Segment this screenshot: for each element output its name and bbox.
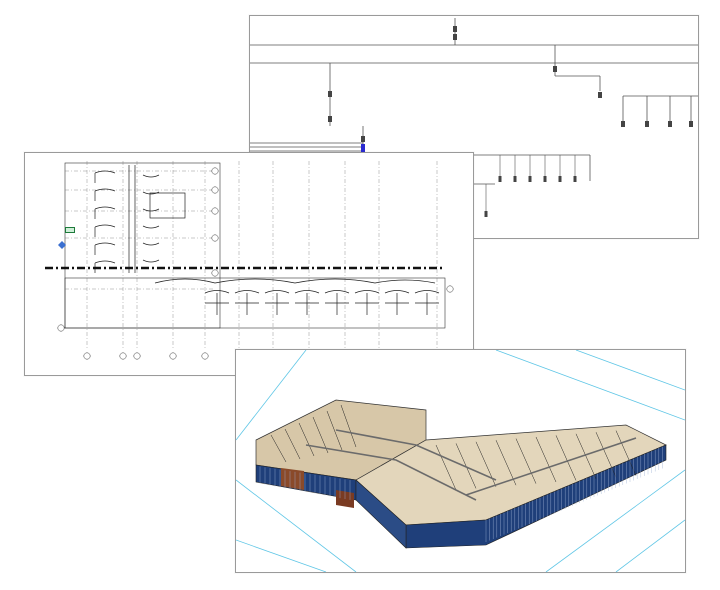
grid-bubble-icon	[133, 352, 141, 360]
grid-bubble-icon	[446, 285, 454, 293]
panel-icon	[484, 211, 488, 217]
grid-bubble-icon	[211, 207, 219, 215]
grid-bubble-icon	[211, 167, 219, 175]
panel-icon	[328, 91, 332, 97]
riser-diagram	[250, 18, 698, 217]
north-arrow-icon	[58, 241, 66, 249]
panel-icon	[621, 121, 625, 127]
panel-icon	[573, 176, 577, 182]
panel-icon	[453, 26, 457, 32]
grid-bubble-icon	[211, 186, 219, 194]
grid-bubble-icon	[211, 234, 219, 242]
panel-icon	[65, 227, 75, 233]
3d-building-model	[236, 350, 685, 572]
panel-icon	[328, 116, 332, 122]
grid-bubble-icon	[83, 352, 91, 360]
panel-icon	[361, 144, 365, 156]
panel-icon	[553, 66, 557, 72]
panel-icon	[528, 176, 532, 182]
panel-icon	[543, 176, 547, 182]
panel-icon	[558, 176, 562, 182]
grid-bubble-icon	[201, 352, 209, 360]
panel-icon	[598, 92, 602, 98]
panel-icon	[689, 121, 693, 127]
floor-plan-sheet	[24, 152, 474, 376]
panel-icon	[453, 34, 457, 40]
panel-icon	[498, 176, 502, 182]
grid-bubble-icon	[211, 269, 219, 277]
panel-icon	[645, 121, 649, 127]
grid-bubble-icon	[57, 324, 65, 332]
panel-icon	[361, 136, 365, 142]
grid-bubble-icon	[169, 352, 177, 360]
3d-model-sheet	[235, 349, 686, 573]
grid-bubble-icon	[119, 352, 127, 360]
floor-plan	[45, 161, 454, 360]
panel-icon	[513, 176, 517, 182]
panel-icon	[668, 121, 672, 127]
